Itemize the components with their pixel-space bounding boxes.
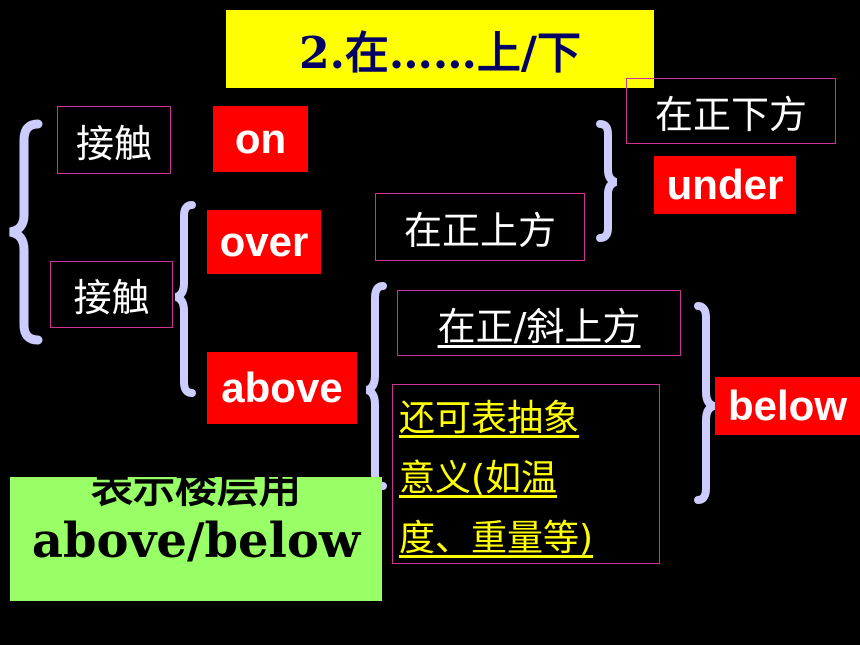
floor-note-line-1: 表示楼层用 xyxy=(90,477,301,512)
word-over: over xyxy=(207,210,321,274)
touch-box-top: 接触 xyxy=(57,106,171,174)
directly-below-box: 在正下方 xyxy=(626,78,836,144)
brace-under xyxy=(596,120,618,242)
abstract-meaning-box: 还可表抽象 意义(如温 度、重量等) xyxy=(392,384,660,564)
brace-above-meanings xyxy=(365,282,387,490)
abstract-line-3: 度、重量等) xyxy=(399,518,594,559)
abstract-line-1: 还可表抽象 xyxy=(399,398,580,439)
directly-above-box: 在正上方 xyxy=(375,193,585,261)
brace-over-above xyxy=(174,201,196,397)
word-above: above xyxy=(207,352,357,424)
floor-note-line-2: above/below xyxy=(31,513,361,569)
above-slanted-box: 在正/斜上方 xyxy=(397,290,681,356)
brace-below xyxy=(694,302,716,504)
word-on: on xyxy=(213,106,308,172)
abstract-line-2: 意义(如温 xyxy=(399,458,558,499)
word-under: under xyxy=(654,156,796,214)
floor-note-box: 表示楼层用 above/below xyxy=(10,477,382,601)
page-title: 2.在……上/下 xyxy=(226,10,654,88)
touch-box-bottom: 接触 xyxy=(50,261,173,328)
brace-main xyxy=(9,119,43,345)
word-below: below xyxy=(715,377,860,435)
